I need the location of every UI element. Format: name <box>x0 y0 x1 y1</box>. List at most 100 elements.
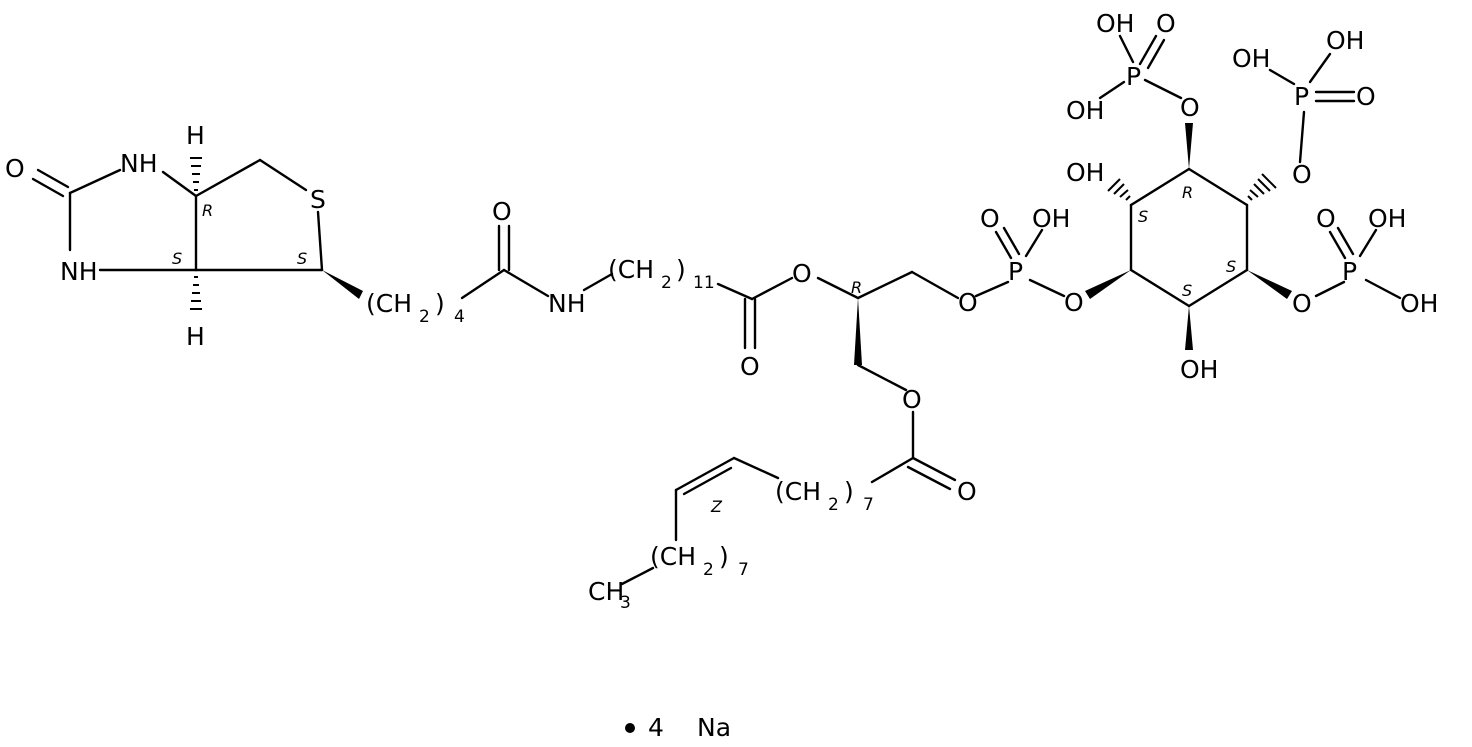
bond-p4-oh-a <box>1358 228 1378 258</box>
label-ch2-4-sub2: 2 <box>419 307 430 327</box>
atom-oh-p3-a: OH <box>1232 44 1270 73</box>
label-ch2-7b-open: (CH <box>650 542 696 571</box>
bond-co-2 <box>31 177 65 198</box>
salt-count: 4 <box>648 713 664 742</box>
atom-oh-p4-b: OH <box>1400 289 1438 318</box>
atom-nh-top: NH <box>120 149 158 178</box>
stereo-z-alkene: Z <box>710 497 723 516</box>
atom-oh-p3-b: OH <box>1326 26 1364 55</box>
bond-p2-oh-b <box>1098 80 1126 100</box>
atom-o-p4-dbl: O <box>1316 204 1336 233</box>
bond-p3-oh-b <box>1308 52 1332 84</box>
atom-o-p3-dbl: O <box>1356 82 1376 111</box>
atom-s: S <box>310 185 326 214</box>
hash-ino-oh-top <box>1107 178 1131 201</box>
stereo-biotin-s2: S <box>297 249 307 268</box>
ring-c2-c1 <box>1129 268 1191 308</box>
label-ch2-7a-sub2: 2 <box>828 495 839 515</box>
bond-o-p1 <box>974 280 1010 298</box>
atom-h-bottom: H <box>186 322 205 351</box>
bond-o-p4 <box>1314 280 1346 298</box>
bond-s-c5 <box>316 210 324 272</box>
bond-amide-n <box>502 268 550 298</box>
stereo-biotin-r: R <box>202 201 213 220</box>
bond-ester2-co-1 <box>911 456 957 482</box>
bond-p4-o-dbl-2 <box>1336 226 1355 256</box>
label-ch2-11-open: (CH <box>608 255 654 284</box>
stereo-ino-r: R <box>1182 183 1193 202</box>
salt-ion: Na <box>697 713 731 742</box>
atom-p2: P <box>1126 62 1141 91</box>
biotin-hash-top <box>190 157 202 191</box>
ring-c6-c5 <box>1129 167 1191 207</box>
atom-oh-p1: OH <box>1032 204 1070 233</box>
atom-o-p2-link: O <box>1180 93 1200 122</box>
label-ch2-7a-count: 7 <box>863 495 874 515</box>
bond-o-glycerol-c2 <box>816 276 860 300</box>
wedge-glycerol <box>854 298 862 365</box>
label-ch2-4-close: ) <box>435 289 445 318</box>
ring-c5-c4 <box>1187 167 1249 207</box>
hash-ino-c4 <box>1247 173 1277 201</box>
bond-nh-ch2-11 <box>582 272 614 292</box>
bond-c2-c3 <box>856 270 914 300</box>
bond-ester2-ch2 <box>870 456 915 484</box>
wedge-ino-c5 <box>1185 123 1193 169</box>
stereo-ino-s1: S <box>1138 207 1148 226</box>
wedge-ino-oh-bottom <box>1185 306 1193 350</box>
bond-alkene-2 <box>682 466 733 496</box>
bond-p2-o-dbl-1 <box>1138 34 1158 66</box>
atom-oh-ino-bottom: OH <box>1180 355 1218 384</box>
bond-p1-o-ino <box>1028 278 1066 298</box>
label-ch2-7b-close: ) <box>719 542 729 571</box>
wedge-ino-c3 <box>1247 270 1292 299</box>
atom-o-p2-dbl: O <box>1156 9 1176 38</box>
bond-o-p3 <box>1298 110 1306 164</box>
bond-p3-oh-a <box>1268 68 1296 86</box>
atom-o-ester2-link: O <box>902 385 922 414</box>
bond-o-p2 <box>1143 78 1183 100</box>
atom-o-urea: O <box>5 154 25 183</box>
label-ch2-11-count: 11 <box>693 273 715 293</box>
biotin-hash-bottom <box>190 276 202 310</box>
atom-oh-ino-top: OH <box>1066 158 1104 187</box>
atom-o-ester1-link: O <box>792 259 812 288</box>
atom-o-p3-link: O <box>1292 160 1312 189</box>
inositol-ring <box>1129 167 1249 308</box>
atom-p1: P <box>1008 257 1023 286</box>
bond-p1-o-dbl-2 <box>1002 226 1021 256</box>
bond-ester2-co-2 <box>906 465 952 491</box>
atom-o-ester2-co: O <box>957 477 977 506</box>
atom-oh-p2-b: OH <box>1066 96 1104 125</box>
atom-h-top: H <box>186 121 205 150</box>
atom-o-ino-p1: O <box>1064 288 1084 317</box>
atom-oh-p2-a: OH <box>1096 9 1134 38</box>
bond-p1-o-dbl-1 <box>994 230 1013 260</box>
ring-c3-c2 <box>1187 268 1249 308</box>
atom-ch3-sub3: 3 <box>620 593 631 613</box>
wedge-ino-c1 <box>1085 270 1131 299</box>
atom-nh-amide: NH <box>548 289 586 318</box>
stereo-ino-s2: S <box>1226 257 1236 276</box>
atom-oh-p4-a: OH <box>1368 204 1406 233</box>
atom-o-ester1-co: O <box>740 352 760 381</box>
label-ch2-7b-count: 7 <box>738 560 749 580</box>
bond-p1-oh <box>1024 228 1044 258</box>
salt-dot <box>625 723 635 733</box>
atom-o-p1-link: O <box>958 288 978 317</box>
stereo-ino-s3: S <box>1182 281 1192 300</box>
atom-o-p4-link: O <box>1292 289 1312 318</box>
bond-c3-ch2 <box>194 158 262 198</box>
wedge-biotin-chain <box>322 270 363 299</box>
label-ch2-4-count: 4 <box>454 307 465 327</box>
stereo-biotin-s1: S <box>172 249 182 268</box>
bond-alkene-1 <box>674 456 736 492</box>
label-ch2-11-close: ) <box>676 255 686 284</box>
bond-c1-o-ester2 <box>856 363 908 392</box>
atom-o-p1-dbl: O <box>980 204 1000 233</box>
bond-ester1-o <box>750 276 794 301</box>
atom-o-amide: O <box>492 197 512 226</box>
bond-c-nh-top <box>68 168 122 195</box>
